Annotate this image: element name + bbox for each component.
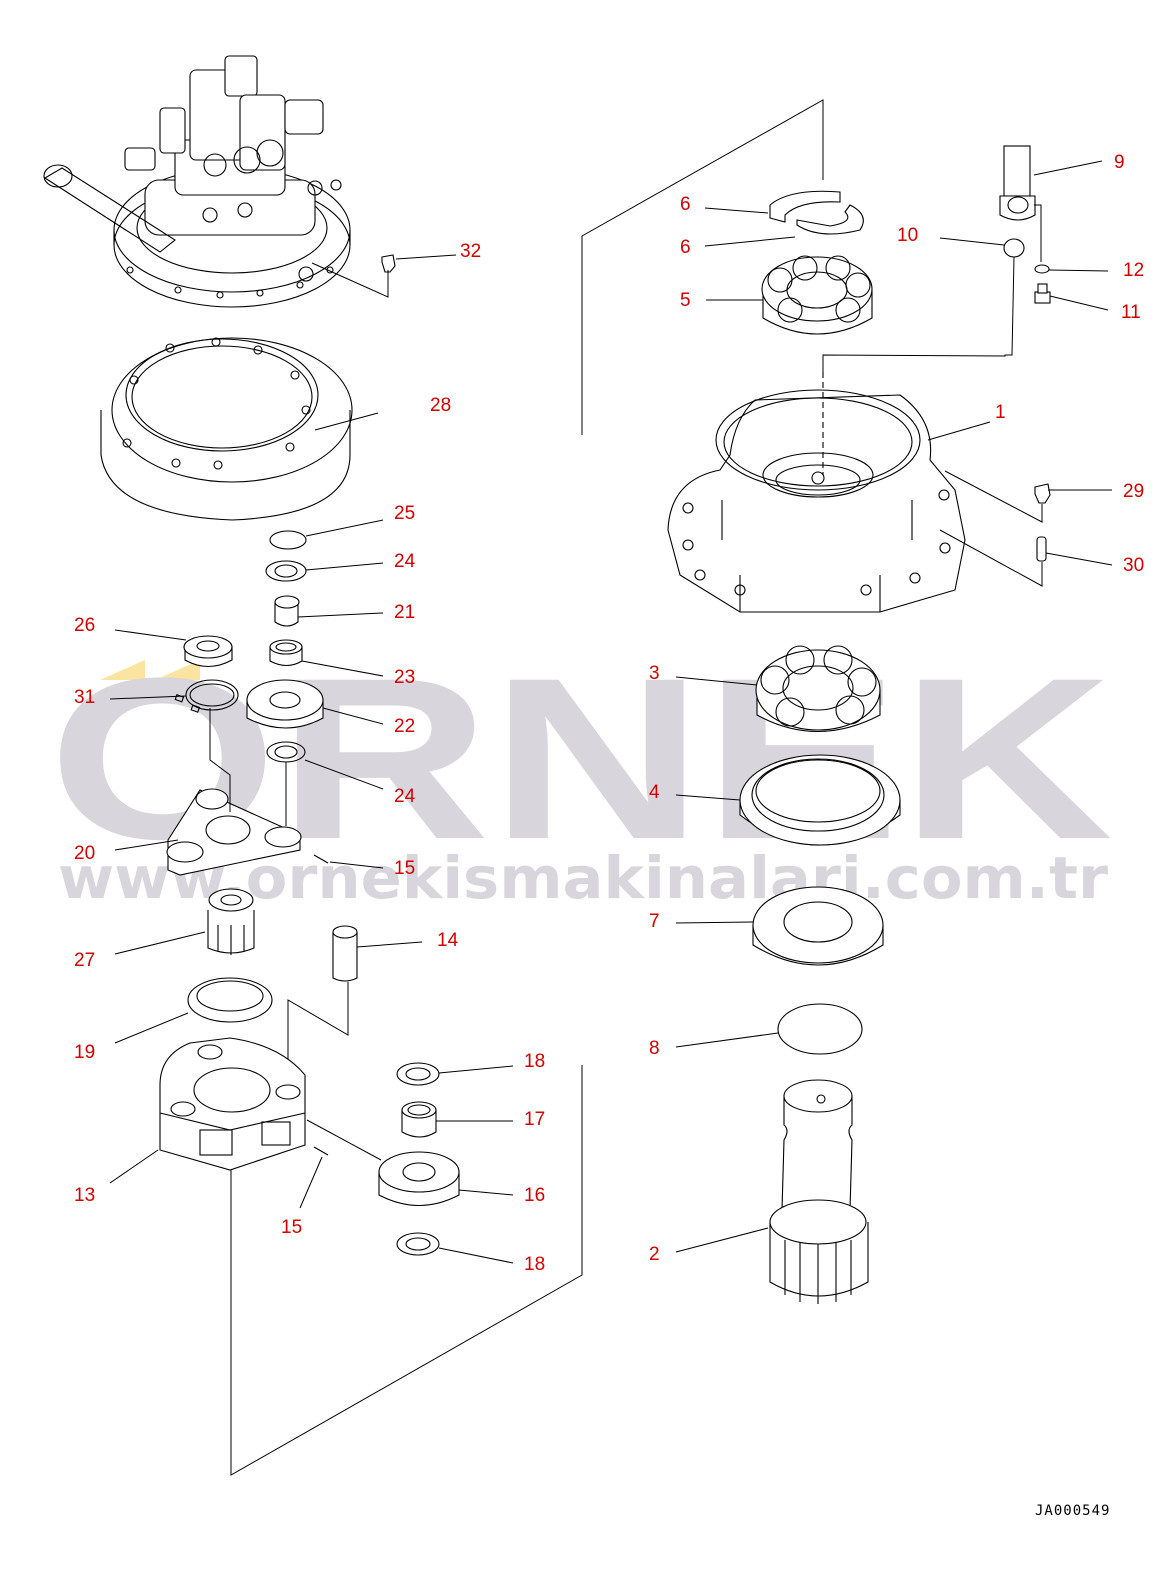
part-25 <box>269 519 384 550</box>
drawing-id: JA000549 <box>1035 1503 1110 1519</box>
callout-6-lower: 6 <box>680 237 691 258</box>
callout-25: 25 <box>394 503 415 524</box>
callout-7: 7 <box>649 911 660 932</box>
callout-9: 9 <box>1114 152 1125 173</box>
callout-2: 2 <box>649 1244 660 1265</box>
callout-27: 27 <box>74 950 95 971</box>
callout-18-lower: 18 <box>524 1254 545 1275</box>
callout-5: 5 <box>680 290 691 311</box>
part-15-upper <box>313 854 384 869</box>
group-bracket-upper <box>581 99 824 435</box>
part-29 <box>944 470 1112 523</box>
callout-12: 12 <box>1123 260 1144 281</box>
callout-16: 16 <box>524 1185 545 1206</box>
callout-24-lower: 24 <box>394 786 416 807</box>
callout-15-upper: 15 <box>394 858 415 879</box>
callout-8: 8 <box>649 1038 660 1059</box>
callout-13: 13 <box>74 1185 95 1206</box>
callout-18-upper: 18 <box>524 1051 545 1072</box>
callout-14: 14 <box>437 930 459 951</box>
callout-29: 29 <box>1123 481 1144 502</box>
callout-17: 17 <box>524 1109 545 1130</box>
part-2 <box>675 1079 869 1304</box>
callout-19: 19 <box>74 1042 95 1063</box>
part-17 <box>401 1101 513 1138</box>
callout-30: 30 <box>1123 555 1144 576</box>
part-19 <box>114 977 273 1044</box>
part-30 <box>939 529 1113 587</box>
callout-22: 22 <box>394 716 415 737</box>
part-23-upper <box>269 639 384 677</box>
part-12 <box>1034 264 1109 274</box>
part-13 <box>109 1037 583 1476</box>
part-20 <box>114 708 302 876</box>
part-11 <box>1034 283 1109 311</box>
callout-26: 26 <box>74 615 95 636</box>
callout-24-upper: 24 <box>394 551 416 572</box>
part-8 <box>675 1003 863 1055</box>
callout-15-lower: 15 <box>281 1217 302 1238</box>
part-9 <box>999 145 1103 262</box>
part-16 <box>306 1119 514 1207</box>
part-28 <box>100 337 379 521</box>
callout-28: 28 <box>430 395 451 416</box>
callout-10: 10 <box>897 225 918 246</box>
callout-23: 23 <box>394 667 415 688</box>
part-31 <box>109 679 239 713</box>
callout-20: 20 <box>74 843 95 864</box>
part-5 <box>706 255 873 335</box>
callout-21: 21 <box>394 602 415 623</box>
part-10 <box>822 237 1025 372</box>
part-18-upper <box>396 1062 514 1086</box>
callout-11: 11 <box>1121 302 1141 323</box>
part-27 <box>114 888 255 955</box>
part-32 <box>311 254 457 298</box>
part-7 <box>675 886 884 966</box>
part-14 <box>287 925 423 1085</box>
callout-6-upper: 6 <box>680 194 691 215</box>
callout-4: 4 <box>649 782 660 803</box>
part-3 <box>675 645 881 733</box>
part-motor-assembly <box>43 55 351 308</box>
callout-31: 31 <box>74 687 95 708</box>
part-6 <box>704 190 864 247</box>
part-1 <box>667 372 991 613</box>
part-4 <box>675 754 901 846</box>
callout-1: 1 <box>995 402 1006 423</box>
part-18-lower <box>396 1232 514 1264</box>
part-24-upper <box>265 560 384 582</box>
part-15-lower <box>299 1146 329 1209</box>
callout-32: 32 <box>460 241 481 262</box>
callout-labels: 32 28 25 24 21 26 23 31 22 24 20 15 14 2… <box>74 152 1144 1275</box>
part-21 <box>274 595 384 627</box>
watermark-accent-left-icon <box>100 660 145 680</box>
watermark-accent-right-icon <box>155 660 200 680</box>
part-22 <box>246 679 384 729</box>
part-26 <box>114 629 233 668</box>
callout-3: 3 <box>649 663 660 684</box>
